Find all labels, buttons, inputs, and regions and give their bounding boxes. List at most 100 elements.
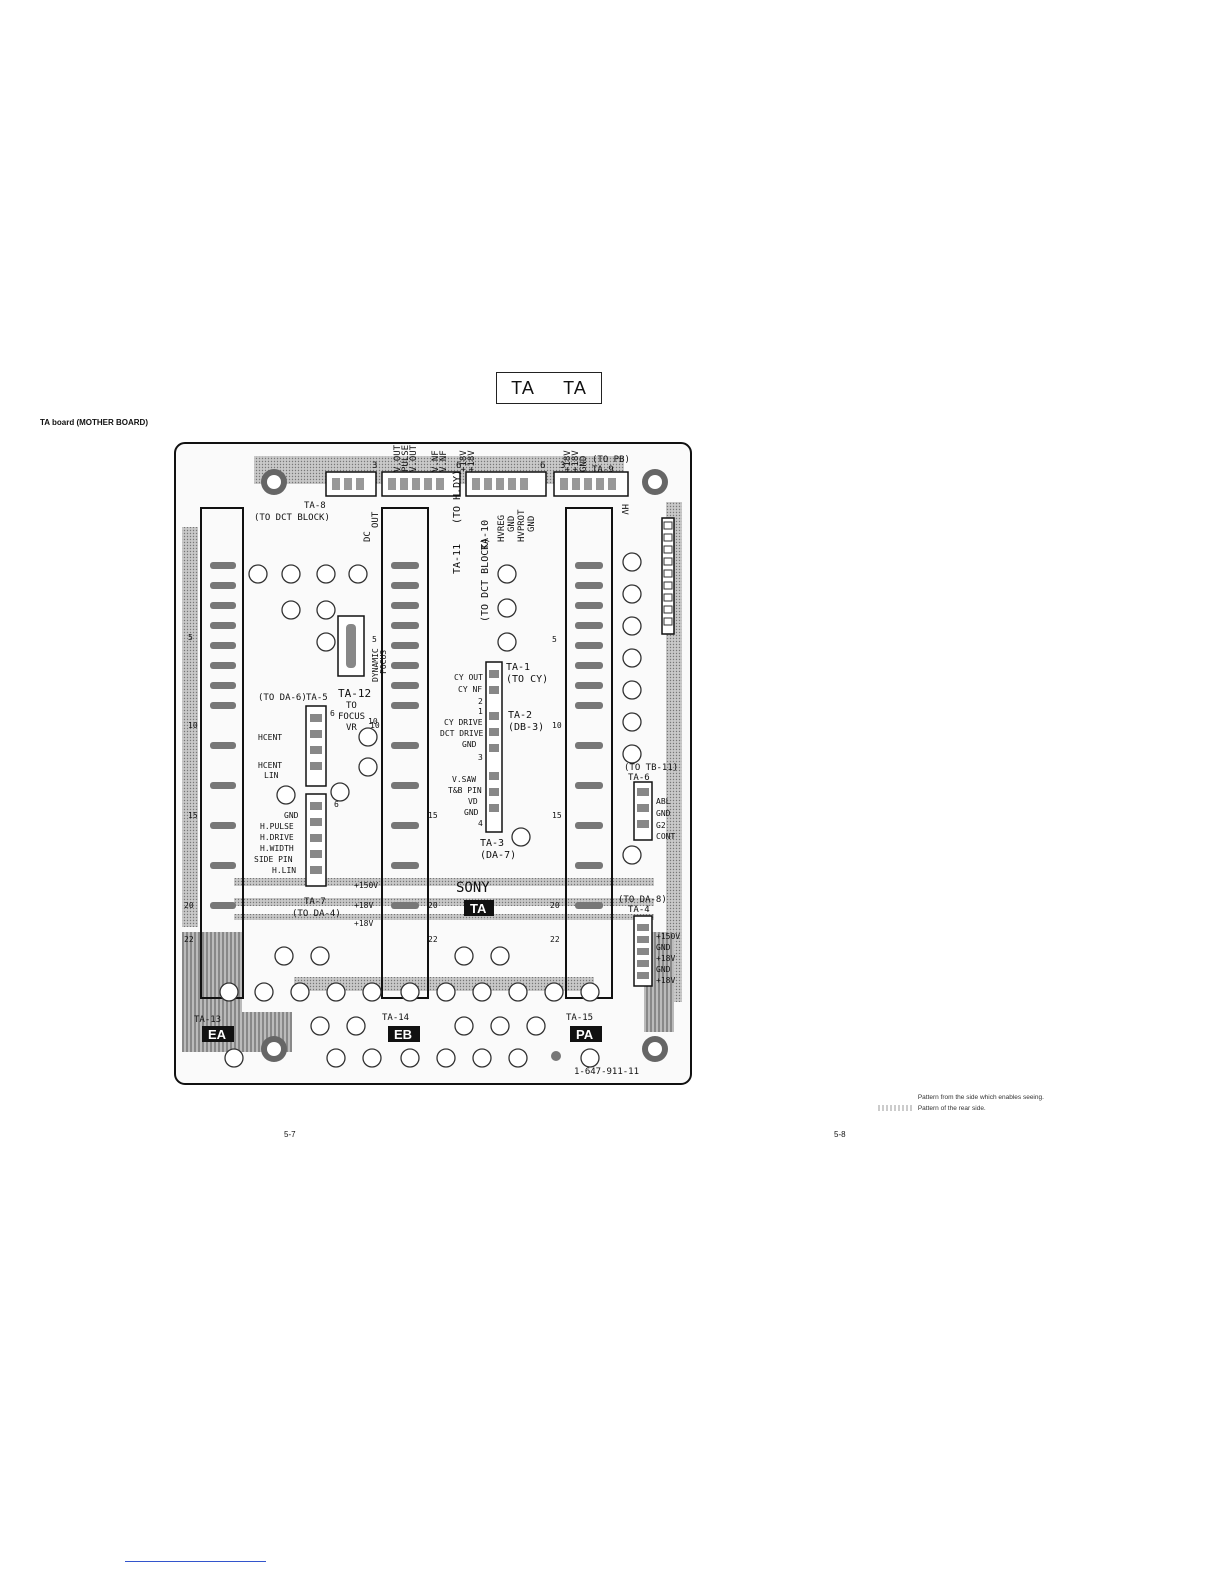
ta10-label: TA-10 <box>480 520 491 550</box>
legend: Pattern from the side which enables seei… <box>878 1092 1044 1114</box>
mounting-holes <box>261 469 668 1062</box>
legend-swatch-rear <box>878 1105 912 1112</box>
svg-text:22: 22 <box>550 935 560 944</box>
pin-18v-3: +18V <box>563 450 573 472</box>
ta-board-diagram: V.OUT PULSE V.OUT V.NF V.NF +18V +18V +1… <box>174 442 692 1085</box>
legend-item-rear-side: Pattern of the rear side. <box>878 1103 1044 1114</box>
ta4-pin-gnd-1: GND <box>656 943 671 952</box>
ta5-label: TA-5 <box>306 693 328 703</box>
bottom-rule <box>125 1561 266 1562</box>
svg-text:10: 10 <box>552 721 562 730</box>
ta3-pin-vsaw: V.SAW <box>452 775 476 784</box>
ta6-pin-cont: CONT <box>656 832 675 841</box>
svg-text:15: 15 <box>428 811 438 820</box>
ta2-pin-gnd: GND <box>462 740 477 749</box>
ta9-dest: (TO PB) <box>592 455 630 465</box>
ta7-dest: (TO DA-4) <box>292 909 341 919</box>
badge-ta <box>464 900 494 916</box>
pin-gnd-top: GND <box>579 456 589 472</box>
page-number-right: 5-8 <box>834 1130 846 1139</box>
ta4-pin-150v: +150V <box>656 932 680 941</box>
ta10-pin-hvprot: HVPROT <box>517 509 527 542</box>
ta12-dest-3: VR <box>346 723 357 733</box>
pin-18v-4: +18V <box>571 450 581 472</box>
ta4-pin-18v-2: +18V <box>656 976 675 985</box>
ta6-pin-g2: G2 <box>656 821 666 830</box>
pin-vout-1: V.OUT <box>393 444 403 472</box>
svg-text:2: 2 <box>478 697 483 706</box>
svg-text:15: 15 <box>552 811 562 820</box>
pin-num-6b: 6 <box>540 461 545 471</box>
ta3-pin-vd: VD <box>468 797 478 806</box>
ta7-pin-gnd: GND <box>284 811 299 820</box>
pin-vout-2: V.OUT <box>409 444 419 472</box>
title-left: TA <box>511 377 535 398</box>
ta5-pin-lin: LIN <box>264 771 279 780</box>
ta3-pin-tbpin: T&B PIN <box>448 786 482 795</box>
ta7-volt-18b: +18V <box>354 919 373 928</box>
ta5-pin-hcent-2: HCENT <box>258 761 282 770</box>
svg-text:EA: EA <box>208 1027 227 1042</box>
svg-text:10: 10 <box>370 721 380 730</box>
ta7-pin-hpulse: H.PULSE <box>260 822 294 831</box>
ta4-label: TA-4 <box>628 905 650 915</box>
ta6-label: TA-6 <box>628 773 650 783</box>
badge-pa <box>570 1026 602 1042</box>
svg-text:PA: PA <box>576 1027 594 1042</box>
pin-num-3b: 3 <box>560 461 565 471</box>
ta5-pin-hcent: HCENT <box>258 733 282 742</box>
svg-text:5: 5 <box>188 633 193 642</box>
ta7-pin-sidepin: SIDE PIN <box>254 855 293 864</box>
pin-vnf-2: V.NF <box>439 450 449 472</box>
page-title-box: TA TA <box>496 372 602 404</box>
svg-text:20: 20 <box>428 901 438 910</box>
svg-text:20: 20 <box>184 901 194 910</box>
ta3-pin-gnd: GND <box>464 808 479 817</box>
svg-text:22: 22 <box>184 935 194 944</box>
badge-ea <box>202 1026 234 1042</box>
legend-swatch-visible <box>878 1094 912 1100</box>
title-right: TA <box>563 377 587 398</box>
ta4-pin-18v-1: +18V <box>656 954 675 963</box>
ta7-volt-18a: +18V <box>354 901 373 910</box>
ta13-label: TA-13 <box>194 1015 221 1025</box>
ta12-dest-2: FOCUS <box>338 712 365 722</box>
ta10-pin-gnd-2: GND <box>527 516 537 532</box>
ta11-dest: (TO H.DY) <box>452 470 463 524</box>
ta9-label: TA-9 <box>592 465 614 475</box>
ta2-pin-cydrive: CY DRIVE <box>444 718 483 727</box>
pin-num-3a: 3 <box>372 461 377 471</box>
ta1-dest: (TO CY) <box>506 674 548 685</box>
ta12-dest-1: TO <box>346 701 357 711</box>
svg-text:5: 5 <box>372 635 377 644</box>
via-holes <box>219 552 642 1068</box>
ta1-pin-cyout: CY OUT <box>454 673 483 682</box>
svg-text:22: 22 <box>428 935 438 944</box>
ta2-label: TA-2 <box>508 710 532 721</box>
ta12-label: TA-12 <box>338 687 371 700</box>
pin-18v-1: +18V <box>459 450 469 472</box>
svg-text:1: 1 <box>478 707 483 716</box>
ta7-pin-hdrive: H.DRIVE <box>260 833 294 842</box>
ta9-pin-hv: HV <box>619 504 629 515</box>
svg-text:20: 20 <box>550 901 560 910</box>
svg-text:6: 6 <box>334 800 339 809</box>
pin-pulse: PULSE <box>401 445 411 472</box>
ta3-dest: (DA-7) <box>480 850 516 861</box>
badge-eb <box>388 1026 420 1042</box>
ta8-pin-out: OUT <box>371 511 381 528</box>
svg-text:15: 15 <box>188 811 198 820</box>
ta6-pin-gnd: GND <box>656 809 671 818</box>
part-number: 1-647-911-11 <box>574 1067 639 1077</box>
dyn-focus-1: DYNAMIC <box>371 648 380 682</box>
brand-label: SONY <box>456 880 490 896</box>
svg-text:TA: TA <box>470 901 487 916</box>
ta10-pin-hvreg: HVREG <box>497 515 507 542</box>
page-number-left: 5-7 <box>284 1130 296 1139</box>
ta7-label: TA-7 <box>304 897 326 907</box>
ta7-pin-hwidth: H.WIDTH <box>260 844 294 853</box>
ta5-dest: (TO DA-6) <box>258 693 307 703</box>
ta6-dest: (TO TB-11) <box>624 763 678 773</box>
ta10-pin-gnd-1: GND <box>507 516 517 532</box>
board-outline <box>174 442 692 1085</box>
